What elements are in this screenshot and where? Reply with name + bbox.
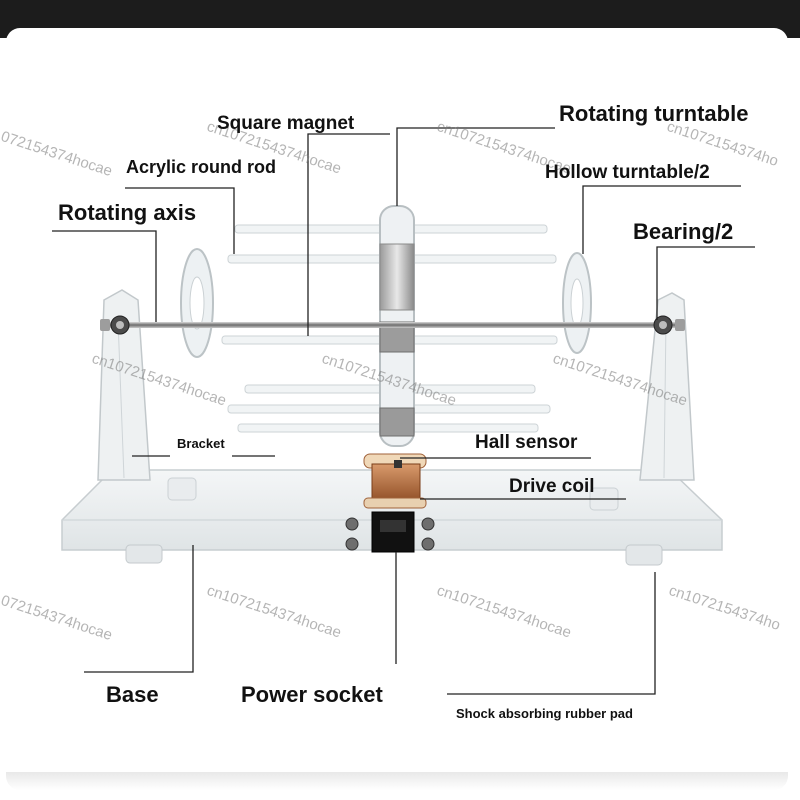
brackets — [97, 289, 695, 481]
label-power-socket: Power socket — [241, 682, 383, 707]
label-base: Base — [106, 682, 159, 707]
label-bearing: Bearing/2 — [633, 219, 734, 244]
base-plate — [61, 469, 723, 566]
label-rotating-axis: Rotating axis — [58, 200, 197, 225]
label-drive-coil: Drive coil — [509, 476, 595, 497]
label-hollow-turntable: Hollow turntable/2 — [545, 162, 710, 183]
leader-lines — [52, 127, 755, 695]
label-shock-pad: Shock absorbing rubber pad — [456, 706, 633, 721]
rotating-axis — [100, 315, 685, 335]
label-bracket: Bracket — [177, 436, 225, 451]
label-hall-sensor: Hall sensor — [475, 432, 578, 453]
power-socket — [345, 511, 435, 553]
label-acrylic-round-rod: Acrylic round rod — [126, 157, 277, 177]
label-rotating-turntable: Rotating turntable — [559, 101, 749, 126]
frame-shadow — [6, 772, 788, 790]
label-square-magnet: Square magnet — [217, 113, 355, 134]
drive-coil — [363, 453, 427, 509]
